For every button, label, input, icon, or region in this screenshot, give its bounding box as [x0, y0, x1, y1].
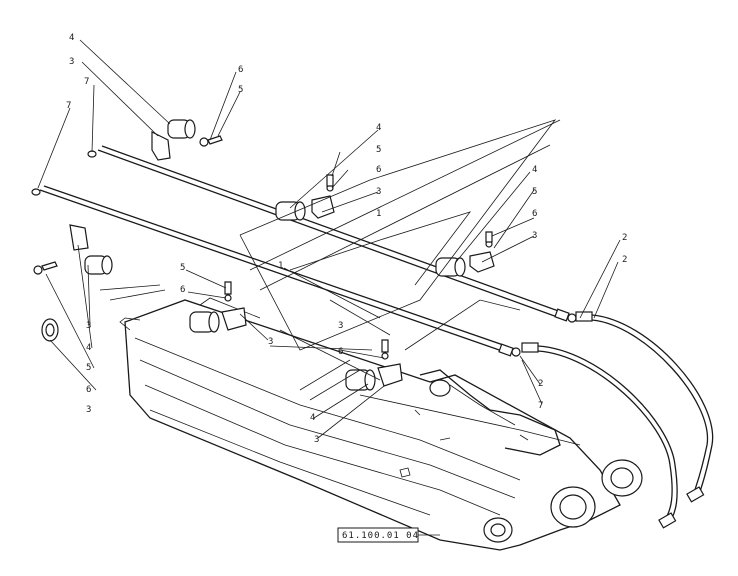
callout-7-lower-right: 7 [538, 401, 543, 411]
callout-5-mid: 5 [376, 145, 381, 155]
callout-4-lower: 4 [310, 413, 315, 423]
callout-5-left: 5 [86, 363, 91, 373]
callout-4-right: 4 [532, 165, 537, 175]
callout-3-center-upper: 3 [338, 321, 343, 331]
callout-5-right: 5 [532, 187, 537, 197]
callout-3-left-a: 3 [86, 321, 91, 331]
callout-labels: 4 3 7 7 6 5 4 5 6 3 1 4 5 6 3 2 2 1 5 6 … [66, 33, 627, 445]
callout-6-center: 6 [180, 285, 185, 295]
callout-6-mid: 6 [376, 165, 381, 175]
callout-2-right-second: 2 [622, 255, 627, 265]
callout-1-mid: 1 [376, 209, 381, 219]
callout-1-center: 1 [278, 261, 283, 271]
callout-3-lower: 3 [314, 435, 319, 445]
callout-3-left-b: 3 [86, 405, 91, 415]
callout-3-right: 3 [532, 231, 537, 241]
callout-7-top: 7 [84, 77, 89, 87]
callout-2-lower-right: 2 [538, 379, 543, 389]
clamp-assemblies [33, 119, 495, 391]
callout-5-center: 5 [180, 263, 185, 273]
callout-6-top: 6 [238, 65, 243, 75]
reference-code: 61.100.01 04 [342, 531, 419, 541]
flexible-hoses [521, 311, 714, 529]
callout-3-center-lower: 3 [268, 337, 273, 347]
callout-3-top-left: 3 [69, 57, 74, 67]
callout-5-top: 5 [238, 85, 243, 95]
leader-lines [37, 39, 621, 536]
hydraulic-tubes [31, 145, 577, 357]
callout-3-mid: 3 [376, 187, 381, 197]
callout-6-right: 6 [532, 209, 537, 219]
callout-6-lower: 6 [338, 347, 343, 357]
phantom-lines [99, 119, 561, 401]
boom-arm [119, 297, 643, 551]
reference-code-box: 61.100.01 04 [337, 527, 419, 543]
callout-6-left: 6 [86, 385, 91, 395]
callout-4-mid: 4 [376, 123, 381, 133]
callout-2-right-top: 2 [622, 233, 627, 243]
callout-7-left: 7 [66, 101, 71, 111]
callout-4-left: 4 [86, 343, 91, 353]
callout-4-top-left: 4 [69, 33, 74, 43]
